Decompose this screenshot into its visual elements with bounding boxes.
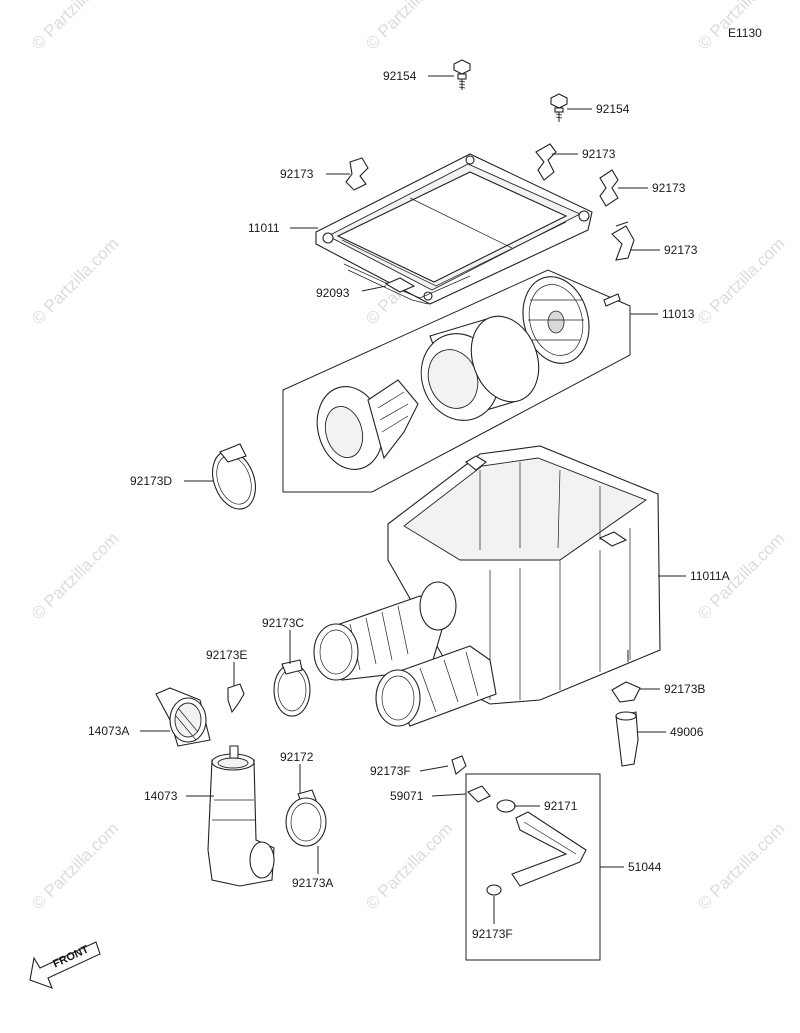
part-label-11013[interactable]: 11013 <box>662 307 695 321</box>
part-label-59071[interactable]: 59071 <box>390 789 424 803</box>
filter-frame-11013[interactable] <box>308 379 419 477</box>
clamp-92173A[interactable] <box>285 797 327 847</box>
clip-92173E[interactable] <box>227 683 245 714</box>
clamp-92173C[interactable] <box>273 659 311 717</box>
part-label-11011[interactable]: 11011 <box>248 221 280 235</box>
part-label-92173[interactable]: 92173 <box>664 243 698 257</box>
part-label-92173F[interactable]: 92173F <box>472 927 513 941</box>
part-label-92154[interactable]: 92154 <box>383 69 417 83</box>
part-label-92173[interactable]: 92173 <box>582 147 616 161</box>
part-label-14073[interactable]: 14073 <box>144 789 178 803</box>
part-label-92173F[interactable]: 92173F <box>370 764 411 778</box>
part-label-92173D[interactable]: 92173D <box>130 474 173 488</box>
gasket-92093[interactable] <box>343 263 471 305</box>
clamp-92173D[interactable] <box>205 443 263 515</box>
bolt-92154-top[interactable] <box>453 59 471 90</box>
part-label-92173B[interactable]: 92173B <box>664 682 706 696</box>
clip-92173F-bottom[interactable] <box>486 884 502 896</box>
part-label-92173A[interactable]: 92173A <box>292 876 334 890</box>
drain-cap-49006[interactable] <box>615 711 639 767</box>
valve-59071[interactable] <box>467 785 491 803</box>
breather-hose-51044[interactable] <box>511 811 587 887</box>
part-label-92173E[interactable]: 92173E <box>206 648 248 662</box>
clip-92173-top-right[interactable] <box>535 143 557 181</box>
screw-11013[interactable] <box>603 293 621 307</box>
part-label-92173[interactable]: 92173 <box>280 167 314 181</box>
leader-lines <box>140 75 686 924</box>
duct-14073[interactable] <box>207 745 275 887</box>
part-label-92173C[interactable]: 92173C <box>262 616 305 630</box>
air-cleaner-cover-11011[interactable] <box>315 153 593 305</box>
air-cleaner-case-11011A[interactable] <box>313 445 661 727</box>
front-arrow-icon <box>29 941 101 989</box>
part-label-51044[interactable]: 51044 <box>628 860 662 874</box>
part-label-11011A[interactable]: 11011A <box>690 569 730 583</box>
element-kit-11013-frame <box>282 269 631 493</box>
part-label-92093[interactable]: 92093 <box>316 286 350 300</box>
element-cap-11013[interactable] <box>514 269 599 371</box>
bolt-92154-right[interactable] <box>550 93 568 122</box>
air-filter-element-11013[interactable] <box>409 307 550 432</box>
part-label-92172[interactable]: 92172 <box>280 750 314 764</box>
clip-92173B[interactable] <box>611 681 641 703</box>
hose-kit-51044-frame <box>465 773 601 961</box>
clip-92173F-top[interactable] <box>451 755 467 775</box>
clip-92173-left[interactable] <box>345 157 369 191</box>
clamp-92171[interactable] <box>496 799 516 813</box>
part-label-92154[interactable]: 92154 <box>596 102 630 116</box>
clip-92173-right[interactable] <box>599 169 619 207</box>
part-label-14073A[interactable]: 14073A <box>88 724 130 738</box>
clip-92173-right-lower[interactable] <box>611 221 635 261</box>
duct-14073A[interactable] <box>155 687 211 747</box>
part-label-92173[interactable]: 92173 <box>652 181 686 195</box>
part-label-49006[interactable]: 49006 <box>670 725 704 739</box>
diagram-code: E1130 <box>728 26 762 40</box>
part-label-92171[interactable]: 92171 <box>544 799 578 813</box>
